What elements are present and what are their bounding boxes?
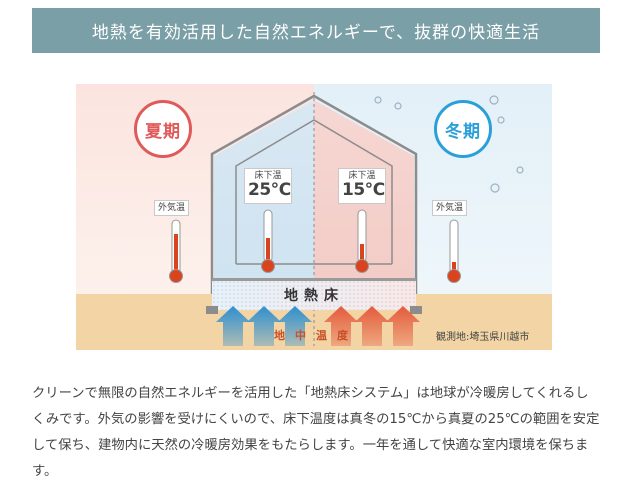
indoor-temp-value-summer: 25℃	[248, 180, 291, 201]
house-outline	[210, 94, 418, 294]
winter-label: 冬期	[445, 121, 481, 142]
page-title: 地熱を有効活用した自然エネルギーで、抜群の快適生活	[32, 8, 600, 53]
outside-temp-label-winter: 外気温	[432, 200, 468, 217]
description-text: クリーンで無限の自然エネルギーを活用した「地熱床システム」は地球が冷暖房してくれ…	[32, 386, 600, 479]
outside-thermometer-summer	[169, 219, 183, 283]
indoor-temp-value-winter: 15℃	[342, 180, 385, 201]
indoor-thermometer-winter	[355, 209, 369, 273]
indoor-temp-label-winter: 床下温 15℃	[338, 168, 386, 204]
observation-location: 観測地:埼玉県川越市	[436, 332, 530, 343]
summer-label: 夏期	[145, 121, 181, 142]
geothermal-floor	[212, 280, 416, 310]
winter-badge: 冬期	[434, 100, 492, 158]
geothermal-diagram: 夏期 冬期 外気温 床下温 25℃ 床下温 15℃ 外気温 地熱床 地中温度 観…	[76, 84, 552, 350]
heat-arrows-blue	[216, 306, 312, 346]
outside-thermometer-winter	[447, 219, 461, 283]
snow-icon	[374, 95, 524, 193]
outside-temp-label-summer: 外気温	[154, 200, 190, 217]
summer-badge: 夏期	[134, 100, 192, 158]
indoor-temp-label-summer: 床下温 25℃	[244, 168, 292, 204]
ground-temperature-label: 地中温度	[274, 329, 358, 342]
geothermal-floor-label: 地熱床	[284, 288, 344, 304]
indoor-temp-caption: 床下温	[254, 171, 282, 181]
indoor-temp-caption: 床下温	[348, 171, 376, 181]
heat-arrows-red	[324, 306, 420, 346]
indoor-thermometer-summer	[261, 209, 275, 273]
